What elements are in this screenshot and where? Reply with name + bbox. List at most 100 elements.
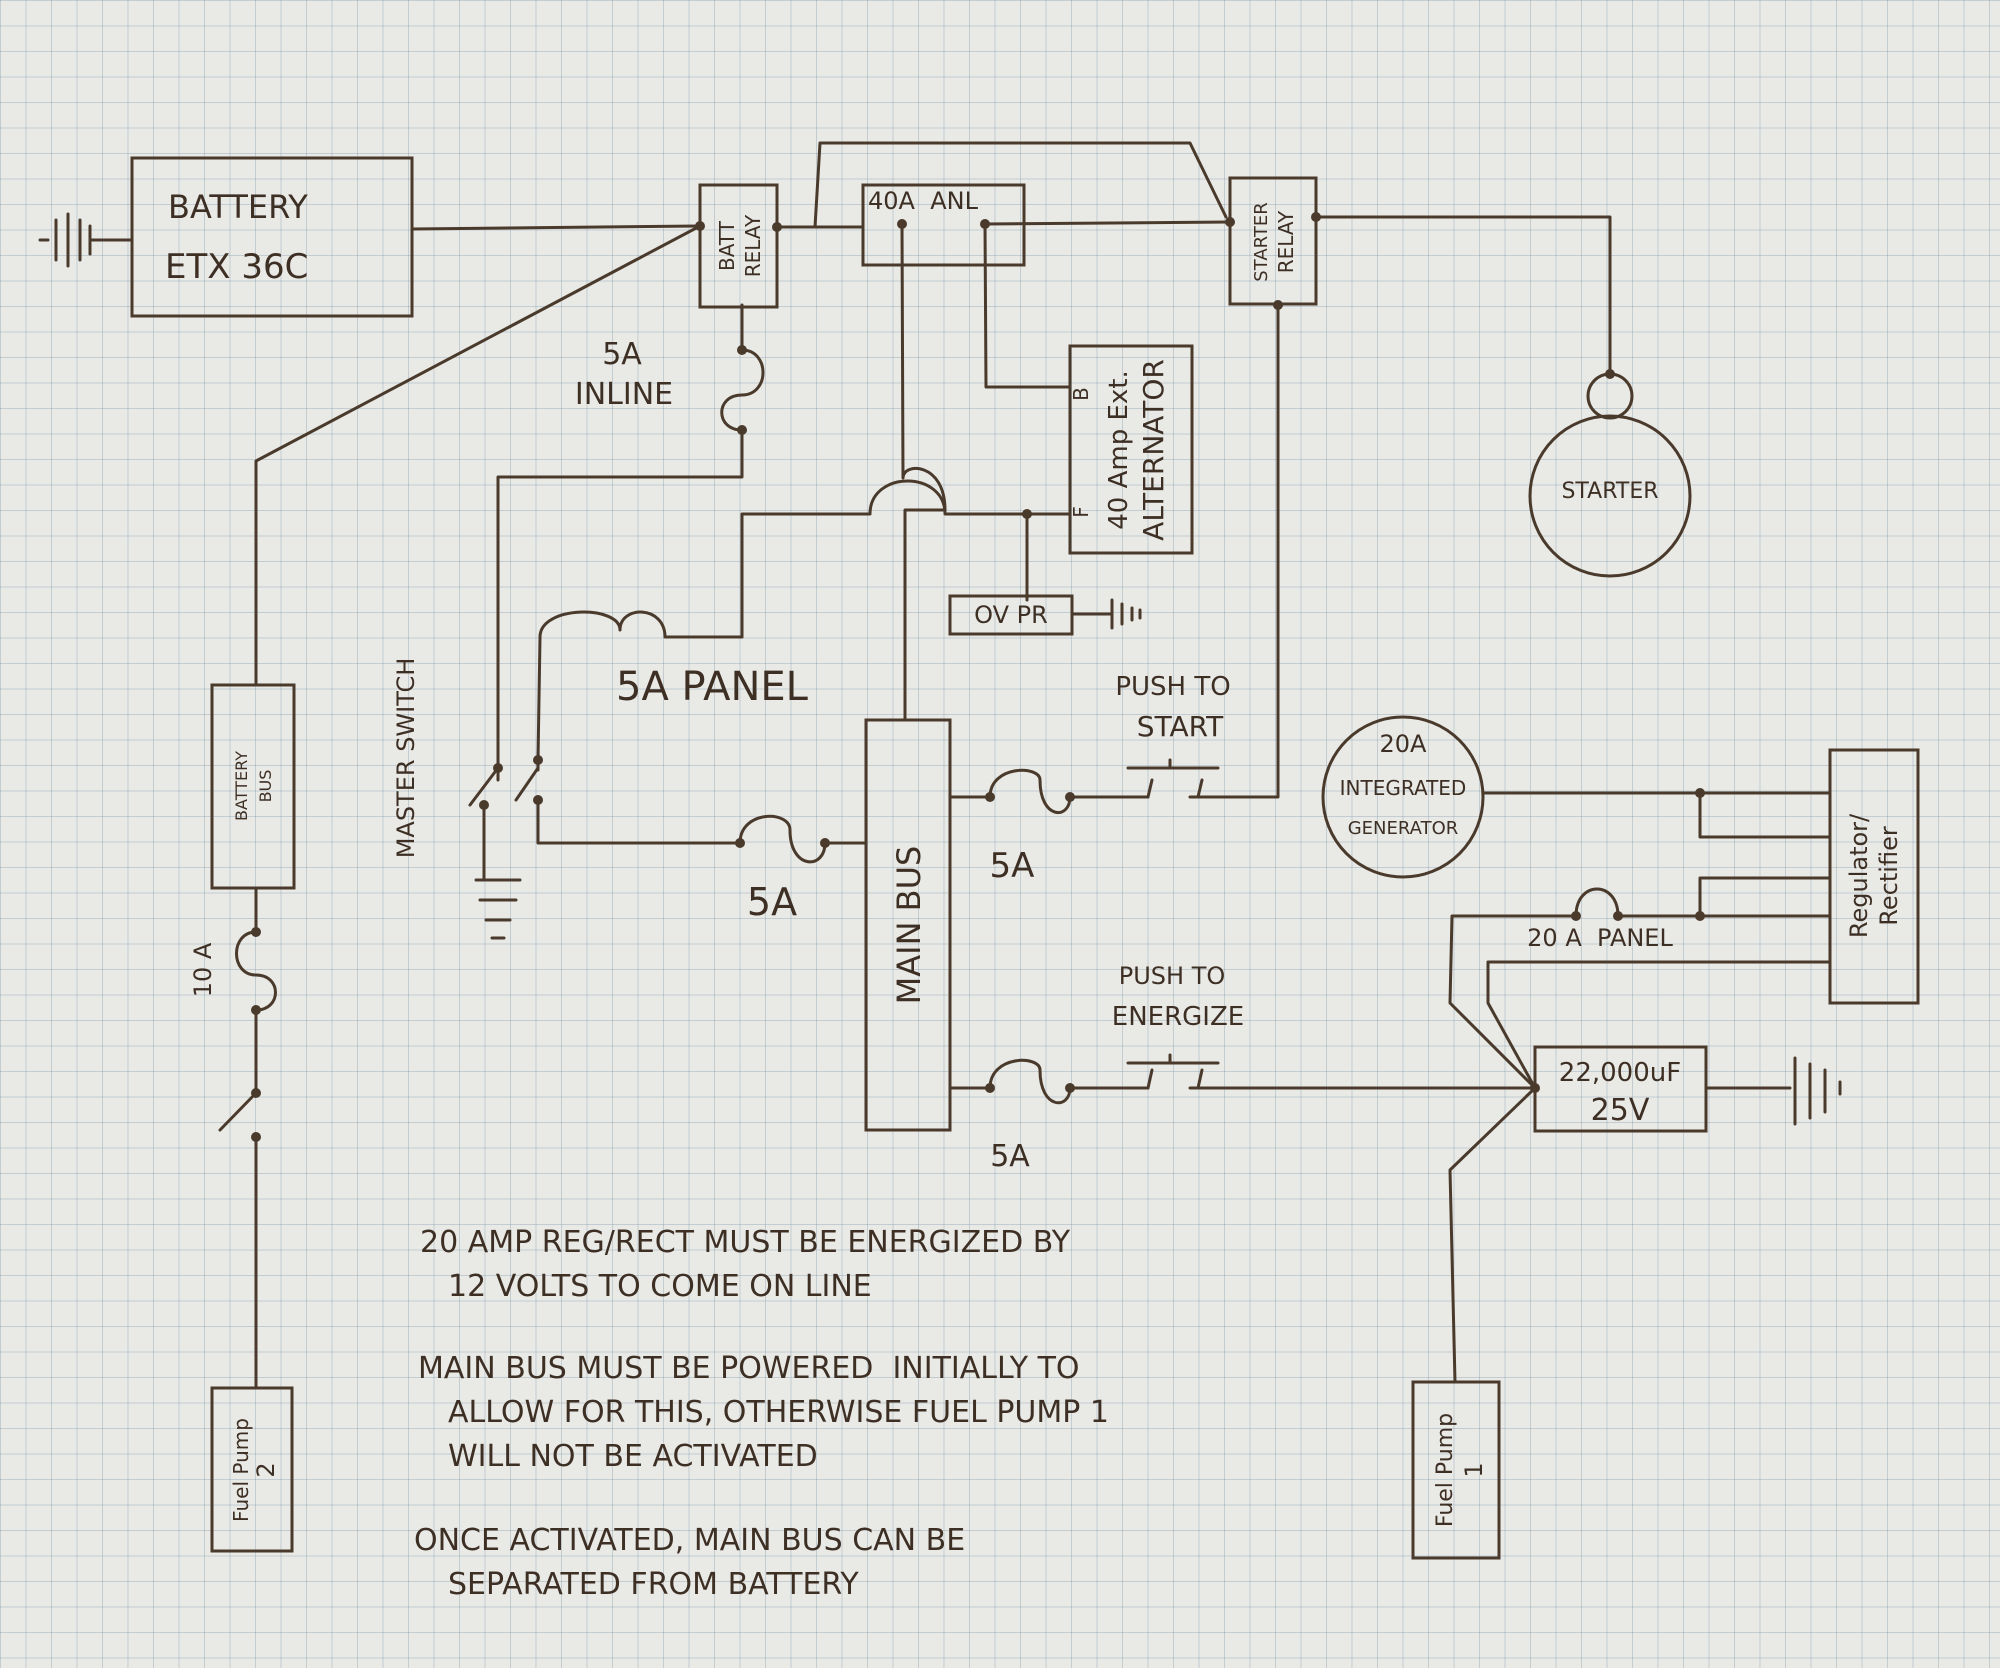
fuse-5a-master-label: 5A [747, 880, 797, 924]
wire-battery-to-batt-relay [410, 224, 702, 231]
panel-fuse-20a-label: 20 A PANEL [1527, 924, 1673, 952]
wire-5a-panel [536, 610, 744, 762]
junction-dot [1022, 509, 1032, 519]
junction-dot [985, 1083, 995, 1093]
wire-starter-relay-to-starter [1314, 215, 1612, 376]
fuse-10a-label: 10 A [189, 942, 217, 997]
note-line: WILL NOT BE ACTIVATED [448, 1439, 818, 1474]
wire-push-to-start [948, 303, 1280, 814]
battery-label-line1: BATTERY [168, 188, 308, 226]
alternator-label-line2: ALTERNATOR [1137, 359, 1170, 541]
ovpr-label: OV PR [974, 601, 1048, 629]
panel-fuse-5a-label: 5A PANEL [616, 664, 809, 710]
master-ground-symbol [474, 878, 522, 940]
junction-dot [1065, 792, 1075, 802]
starter-label: STARTER [1561, 479, 1658, 504]
wire-anl-to-alternator-b [983, 222, 1072, 389]
starter-terminal [1586, 372, 1634, 420]
fuse-5a-energize-label: 5A [990, 1139, 1030, 1174]
alternator-terminal-b: B [1069, 387, 1093, 401]
master-switch-label: MASTER SWITCH [392, 658, 420, 859]
note-line: MAIN BUS MUST BE POWERED INITIALLY TO [418, 1351, 1080, 1386]
capacitor-box [1533, 1045, 1708, 1133]
battery-ground-symbol [38, 212, 134, 268]
junction-dot [251, 1132, 261, 1142]
generator-label-line3: GENERATOR [1348, 818, 1459, 839]
push-to-start-switch [1126, 758, 1220, 799]
wires [38, 141, 1842, 1390]
batt-relay-box [698, 183, 779, 309]
junction-dot [1613, 911, 1623, 921]
wire-relay-to-battery-bus [254, 224, 702, 687]
regulator-box [1828, 748, 1920, 1005]
wire-push-to-energize [948, 1058, 1537, 1105]
generator-label-line1: 20A [1380, 730, 1428, 758]
anl-fuse-box [861, 183, 1026, 267]
junction-dot [985, 792, 995, 802]
push-to-start-label-line1: PUSH TO [1115, 672, 1230, 702]
anl-fuse-label: 40A ANL [868, 187, 979, 215]
wire-inline-fuse [496, 303, 765, 770]
wire-capacitor-to-pump1 [1448, 1086, 1537, 1384]
master-switch-symbol [468, 758, 742, 882]
junction-dot [251, 927, 261, 937]
battery-bus-label-line1: BATTERY [232, 751, 251, 821]
push-to-start-label-line2: START [1137, 710, 1224, 743]
starter-motor [1528, 414, 1692, 578]
push-to-energize-switch [1126, 1053, 1220, 1090]
wire-anl-to-starter-relay [983, 220, 1232, 226]
note-line: SEPARATED FROM BATTERY [448, 1567, 859, 1602]
junction-dot [737, 345, 747, 355]
fuse-5a-start-label: 5A [990, 846, 1035, 886]
starter-relay-label-line1: STARTER [1251, 202, 1272, 281]
junction-dot [533, 755, 543, 765]
fuel-pump-2-label-line1: Fuel Pump [229, 1418, 253, 1522]
ovpr-ground-symbol [1070, 598, 1142, 630]
notes: 20 AMP REG/RECT MUST BE ENERGIZED BY 12 … [414, 1225, 1109, 1602]
fuel-pump-2-label-line2: 2 [252, 1462, 280, 1477]
wire-20a-panel [1448, 887, 1702, 1090]
wire-anl-to-main-bus [900, 222, 947, 722]
wire-5a-to-main-bus [738, 814, 867, 864]
junction-dot [251, 1088, 261, 1098]
junction-dot [1065, 1083, 1075, 1093]
capacitor-label-line2: 25V [1591, 1093, 1650, 1128]
generator-circle [1321, 715, 1485, 879]
inline-fuse-label-line2: INLINE [575, 377, 673, 412]
junction-dot [493, 763, 503, 773]
wire-battery-bus-to-pump2 [218, 886, 277, 1390]
junction-dot [479, 800, 489, 810]
fuel-pump-1-label-line1: Fuel Pump [1433, 1413, 1458, 1527]
batt-relay-label-line1: BATT [715, 220, 739, 271]
push-to-energize-label-line1: PUSH TO [1119, 962, 1226, 990]
wire-batt-relay-to-anl [775, 141, 1228, 229]
junctions [251, 212, 1705, 1142]
alternator-box [1068, 344, 1194, 555]
junction-dot [533, 795, 543, 805]
wire-generator-to-regulator [1481, 791, 1832, 918]
fuel-pump-1-box [1411, 1380, 1501, 1560]
capacitor-ground-symbol [1704, 1056, 1842, 1126]
battery-box [130, 156, 414, 318]
fuel-pump-2-box [210, 1386, 294, 1553]
junction-dot [1571, 911, 1581, 921]
note-line: 20 AMP REG/RECT MUST BE ENERGIZED BY [420, 1225, 1071, 1260]
starter-relay-box [1228, 176, 1318, 306]
starter-relay-label-line2: RELAY [1274, 210, 1298, 273]
push-to-energize-label-line2: ENERGIZE [1112, 1002, 1244, 1032]
alternator-terminal-f: F [1069, 506, 1093, 518]
wire-regulator-to-capacitor [1486, 960, 1832, 1090]
main-bus-label: MAIN BUS [890, 846, 928, 1005]
batt-relay-label-line2: RELAY [741, 214, 765, 277]
junction-dot [735, 838, 745, 848]
capacitor-label-line1: 22,000uF [1559, 1058, 1681, 1088]
generator-label-line2: INTEGRATED [1340, 776, 1467, 800]
fuel-pump-1-label-line2: 1 [1460, 1462, 1488, 1477]
regulator-label-line1: Regulator/ [1845, 813, 1873, 938]
junction-dot [251, 1005, 261, 1015]
inline-fuse-label-line1: 5A [602, 337, 642, 372]
wire-field [740, 479, 1072, 639]
battery-label-line2: ETX 36C [165, 247, 308, 287]
note-line: 12 VOLTS TO COME ON LINE [448, 1269, 872, 1304]
